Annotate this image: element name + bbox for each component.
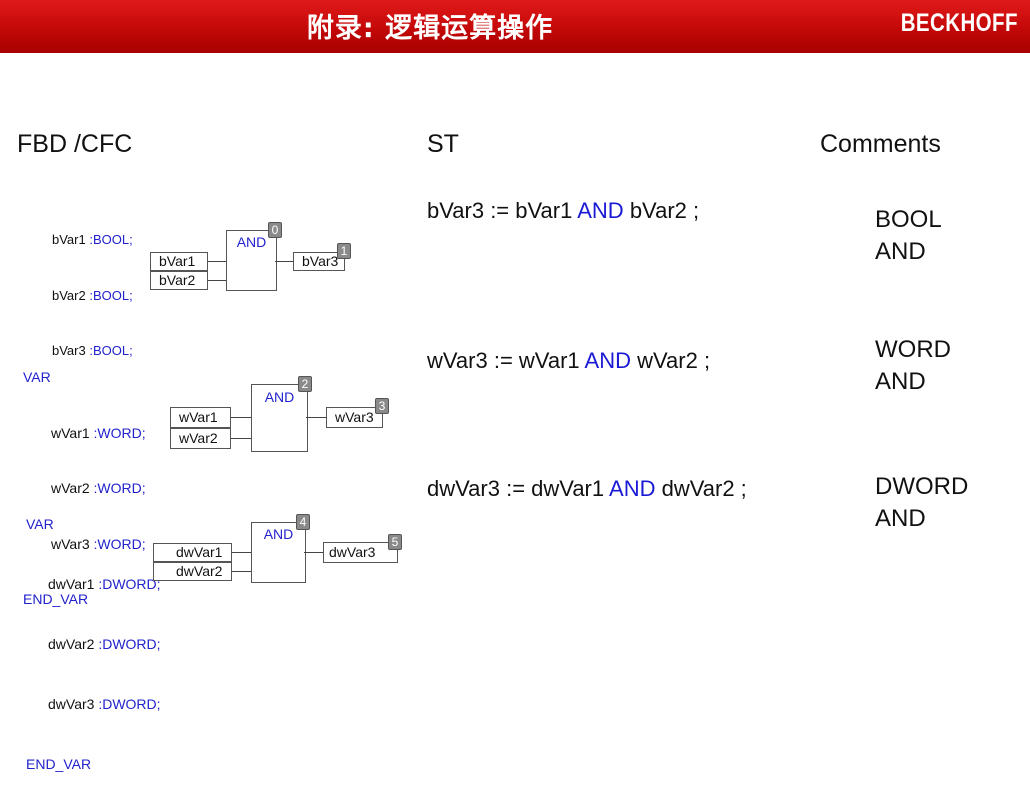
output-index-badge: 1 — [337, 243, 351, 259]
block-index-badge: 2 — [298, 376, 312, 392]
input-variable-box: dwVar2 — [153, 562, 232, 581]
and-function-block: AND — [251, 522, 306, 583]
declaration-line: dwVar1 :DWORD; — [48, 576, 161, 592]
input-variable-box: bVar2 — [150, 271, 208, 290]
function-name: AND — [236, 234, 267, 250]
st-statement: dwVar3 := dwVar1 AND dwVar2 ; — [427, 476, 747, 501]
connection-line — [231, 417, 251, 418]
declaration-line: wVar3 :WORD; — [51, 535, 146, 552]
output-variable-box: wVar3 — [326, 407, 383, 428]
declaration-line: dwVar3 :DWORD; — [48, 696, 161, 712]
declaration-line: wVar1 :WORD; — [51, 424, 146, 441]
input-variable-box: wVar2 — [170, 428, 231, 449]
var-keyword: VAR — [23, 369, 51, 385]
comment-type: DWORD — [875, 473, 969, 500]
column-header-comments: Comments — [820, 130, 941, 158]
comment-type: WORD — [875, 336, 951, 363]
comment-operator: AND — [875, 368, 926, 395]
connection-line — [208, 261, 226, 262]
connection-line — [232, 552, 251, 553]
function-name: AND — [264, 389, 295, 405]
variable-declaration-list: bVar1 :BOOL; bVar2 :BOOL; bVar3 :BOOL; — [52, 194, 133, 379]
declaration-line: bVar1 :BOOL; — [52, 232, 133, 247]
input-variable-box: dwVar1 — [153, 543, 232, 562]
output-variable-box: dwVar3 — [323, 542, 398, 563]
output-variable-box: bVar3 — [293, 252, 345, 271]
block-index-badge: 4 — [296, 514, 310, 530]
connection-line — [306, 417, 326, 418]
input-variable-box: bVar1 — [150, 252, 208, 271]
input-variable-box: wVar1 — [170, 407, 231, 428]
and-function-block: AND — [251, 384, 308, 452]
column-header-fbd: FBD /CFC — [17, 130, 133, 158]
output-index-badge: 5 — [388, 534, 402, 550]
connection-line — [232, 571, 251, 572]
comment-operator: AND — [875, 505, 926, 532]
comment-operator: AND — [875, 238, 926, 265]
comment: WORD AND — [875, 334, 951, 398]
var-keyword: VAR — [26, 516, 54, 532]
connection-line — [231, 438, 251, 439]
end-var-keyword: END_VAR — [26, 756, 92, 772]
declaration-line: wVar2 :WORD; — [51, 480, 146, 496]
declaration-line: bVar2 :BOOL; — [52, 287, 133, 303]
title-banner: 附录: 逻辑运算操作 BECKHOFF — [0, 0, 1030, 53]
declaration-line: dwVar2 :DWORD; — [48, 636, 161, 652]
comment: BOOL AND — [875, 204, 942, 268]
column-header-st: ST — [427, 130, 459, 158]
block-index-badge: 0 — [268, 222, 282, 238]
st-statement: bVar3 := bVar1 AND bVar2 ; — [427, 198, 700, 223]
beckhoff-logo: BECKHOFF — [900, 9, 1018, 37]
output-index-badge: 3 — [375, 398, 389, 414]
connection-line — [275, 261, 293, 262]
declaration-line: bVar3 :BOOL; — [52, 343, 133, 358]
connection-line — [304, 552, 323, 553]
variable-declaration-list: VAR dwVar1 :DWORD; dwVar2 :DWORD; dwVar3… — [26, 474, 161, 794]
slide-title: 附录: 逻辑运算操作 — [306, 13, 554, 44]
connection-line — [208, 280, 226, 281]
and-function-block: AND — [226, 230, 277, 291]
comment-type: BOOL — [875, 206, 942, 233]
st-statement: wVar3 := wVar1 AND wVar2 ; — [427, 348, 711, 373]
function-name: AND — [263, 526, 294, 542]
comment: DWORD AND — [875, 471, 968, 535]
